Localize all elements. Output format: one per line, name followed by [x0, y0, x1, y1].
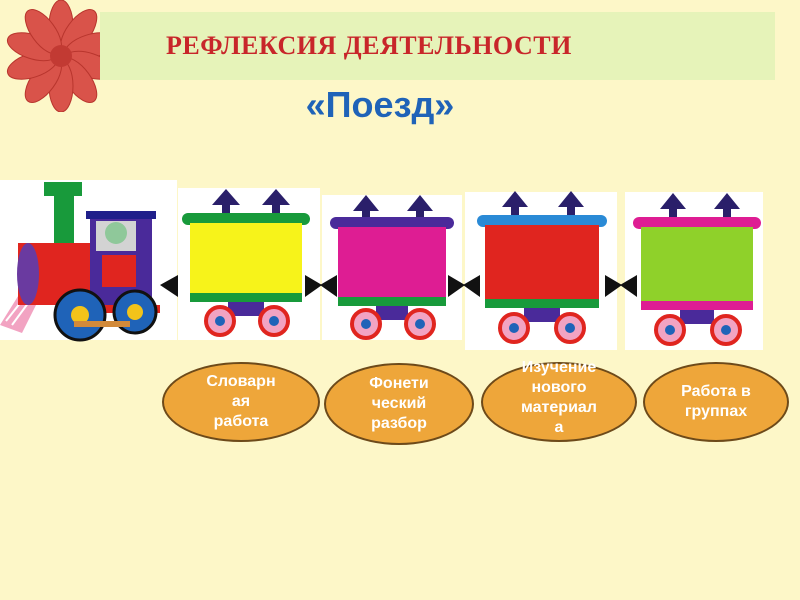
title-banner: РЕФЛЕКСИЯ ДЕЯТЕЛЬНОСТИ — [100, 12, 775, 80]
stage-label-line: а — [554, 419, 564, 436]
stage-label-line: ая — [231, 393, 251, 410]
flower-icon — [6, 0, 116, 112]
page-title: РЕФЛЕКСИЯ ДЕЯТЕЛЬНОСТИ — [166, 31, 572, 60]
train-illustration — [0, 180, 763, 350]
wagon-icon — [182, 189, 310, 337]
stage-oval-vocabulary: Словарн ая работа — [162, 362, 320, 442]
stage-label-line: работа — [213, 413, 269, 430]
stage-oval-phonetic: Фонети ческий разбор — [324, 363, 474, 445]
locomotive-icon — [0, 182, 160, 342]
stage-label-line: нового — [531, 379, 587, 396]
stage-label-line: ческий — [371, 395, 427, 412]
wagon-icon — [477, 191, 607, 344]
wagon-icon — [330, 195, 454, 340]
page-subtitle: «Поезд» — [305, 84, 455, 125]
stage-label-line: Словарн — [206, 373, 276, 390]
wagon-icon — [633, 193, 761, 346]
stage-label-line: материал — [521, 399, 597, 416]
stage-label-line: Изучение — [521, 359, 597, 376]
stage-label-line: Работа в — [681, 383, 751, 400]
stage-label-line: разбор — [371, 415, 427, 432]
stage-label-line: группах — [684, 403, 748, 420]
stage-oval-new-material: Изучение нового материал а — [481, 359, 637, 442]
stage-label-line: Фонети — [369, 375, 429, 392]
stage-oval-group-work: Работа в группах — [643, 362, 789, 442]
